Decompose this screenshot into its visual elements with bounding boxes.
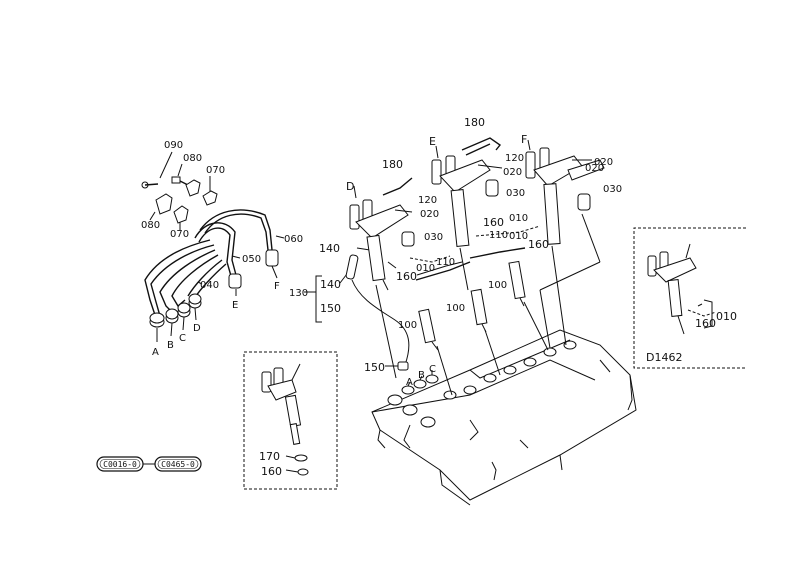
label-100-b: 100 xyxy=(446,303,465,314)
label-100-a: 100 xyxy=(398,320,417,331)
injection-pipes xyxy=(144,209,285,342)
clamp-group xyxy=(141,151,218,230)
label-010-b: 010 xyxy=(509,213,528,224)
label-110-b: 110 xyxy=(489,230,508,241)
label-060: 060 xyxy=(284,234,303,245)
leak-off-pipe-110-left xyxy=(415,261,471,281)
leak-off-group xyxy=(304,247,410,371)
label-140: 140 xyxy=(319,242,340,255)
pipe-label-a: A xyxy=(152,347,159,358)
label-160-inset: 160 xyxy=(261,465,282,478)
injector-f xyxy=(525,139,605,245)
diagram-code-d1462: D1462 xyxy=(646,351,682,364)
label-140-bracket: 140 xyxy=(320,278,341,291)
label-150-bracket: 150 xyxy=(320,302,341,315)
label-150: 150 xyxy=(364,361,385,374)
injector-label-f: F xyxy=(521,133,527,146)
label-160-b: 160 xyxy=(483,216,504,229)
leak-off-pipe-110-right xyxy=(469,247,526,259)
label-070-top: 070 xyxy=(206,165,225,176)
label-120-left: 120 xyxy=(418,195,437,206)
inset-box-left xyxy=(243,351,338,490)
label-100-c: 100 xyxy=(488,280,507,291)
reference-codes: C0016-0 C0465-0 xyxy=(96,456,202,472)
label-050: 050 xyxy=(242,254,261,265)
label-180-right: 180 xyxy=(464,116,485,129)
label-030-d: 030 xyxy=(424,232,443,243)
label-030-f: 030 xyxy=(603,184,622,195)
cylinder-head xyxy=(371,329,637,506)
head-label-b: B xyxy=(418,370,425,381)
injector-d xyxy=(349,177,415,291)
label-080-top: 080 xyxy=(183,153,202,164)
label-170: 170 xyxy=(259,450,280,463)
pipe-label-b: B xyxy=(167,340,174,351)
head-label-a: A xyxy=(406,377,413,388)
nozzles xyxy=(375,213,601,396)
label-080-bottom: 080 xyxy=(141,220,160,231)
label-020-f: 020 xyxy=(585,163,604,174)
label-110-a: 110 xyxy=(436,257,455,268)
label-010-a: 010 xyxy=(416,263,435,274)
label-180-left: 180 xyxy=(382,158,403,171)
label-020-f2: 020 xyxy=(594,157,613,168)
label-010-c: 010 xyxy=(509,231,528,242)
label-070-bottom: 070 xyxy=(170,229,189,240)
label-020-d: 020 xyxy=(420,209,439,220)
pipe-label-e: E xyxy=(232,300,238,311)
pipe-label-f: F xyxy=(274,281,280,292)
label-160-a: 160 xyxy=(396,270,417,283)
reference-code-left: C0016-0 xyxy=(103,460,137,469)
reference-code-right: C0465-0 xyxy=(161,460,195,469)
injector-e xyxy=(431,137,503,248)
label-160-right: 160 xyxy=(695,317,716,330)
pipe-label-c: C xyxy=(179,333,186,344)
inset-injector-left xyxy=(261,363,309,476)
inset-box-right xyxy=(633,227,746,369)
injector-label-e: E xyxy=(429,135,436,148)
label-160-c: 160 xyxy=(528,238,549,251)
label-010-right: 010 xyxy=(716,310,737,323)
head-label-c: C xyxy=(429,364,436,375)
label-020-e: 020 xyxy=(503,167,522,178)
label-030-e: 030 xyxy=(506,188,525,199)
inset-injector-right xyxy=(647,243,717,335)
label-120-right: 120 xyxy=(505,153,524,164)
label-090: 090 xyxy=(164,140,183,151)
pipe-label-d: D xyxy=(193,323,201,334)
label-130: 130 xyxy=(289,288,308,299)
injector-label-d: D xyxy=(346,180,354,193)
label-040: 040 xyxy=(200,280,219,291)
